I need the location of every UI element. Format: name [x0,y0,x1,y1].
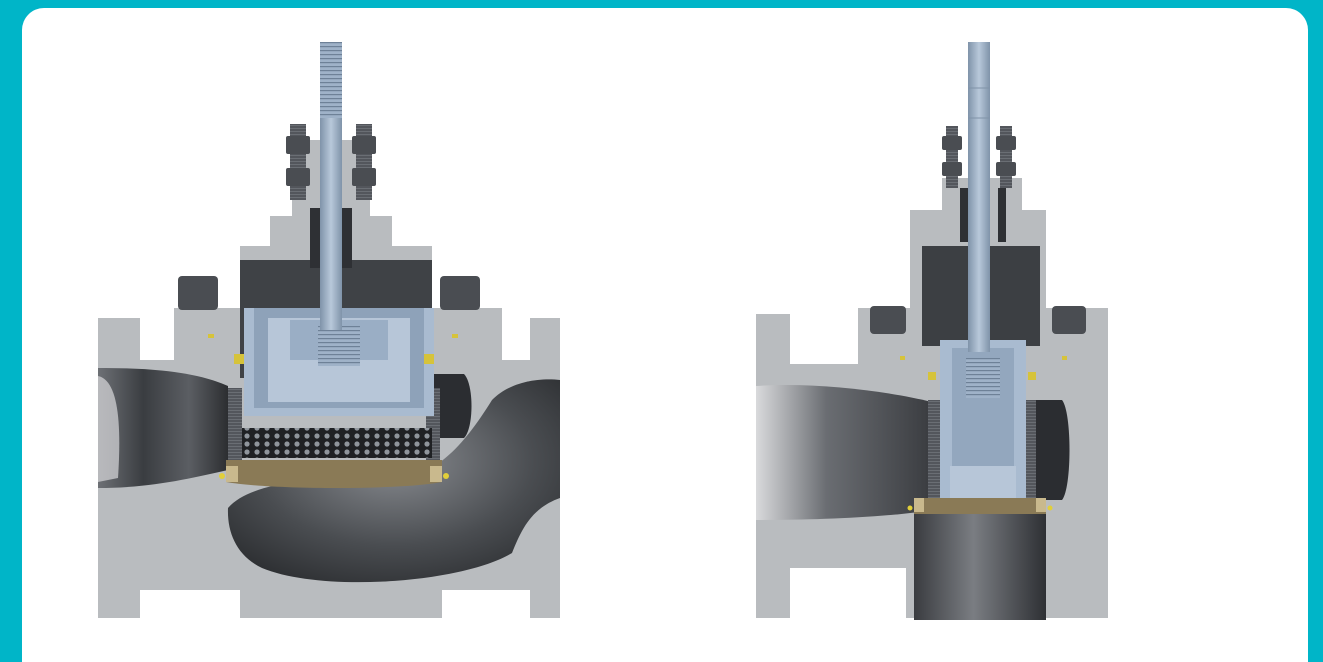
angle-seat-ring [914,498,1046,514]
flange-bolt-left [178,276,218,310]
angle-gland-stud-left [946,126,958,188]
angle-flange-bolt-left [870,306,906,334]
illustration-panel [22,8,1308,662]
gland-stud-left [290,124,306,200]
angle-valve-cutaway [756,42,1108,620]
outlet-pipe [914,514,1046,620]
valve-illustration [98,42,1108,620]
globe-valve-stem-thread [320,42,342,120]
angle-flange-bolt-right [1052,306,1086,334]
seat-ring [226,460,442,488]
angle-gland-stud-right [1000,126,1012,188]
globe-valve-stem [320,118,342,330]
globe-valve-cutaway [98,42,560,618]
flange-bolt-right [440,276,480,310]
gland-stud-right [356,124,372,200]
angle-valve-stem [968,42,990,352]
perforated-cage [242,428,432,458]
cage-ring-left [228,388,242,474]
